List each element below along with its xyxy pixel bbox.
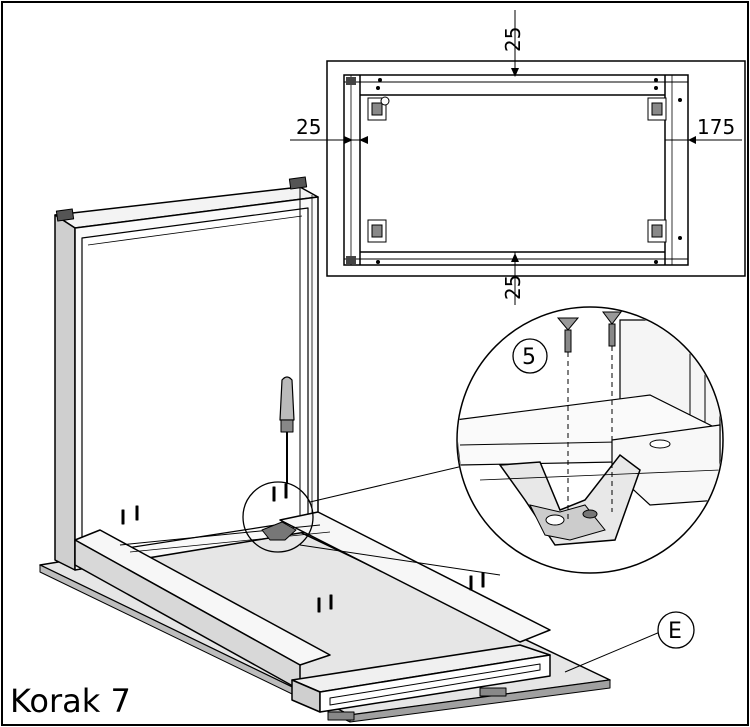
detail-leader-upper [309, 461, 481, 503]
main-assembly [39, 176, 611, 723]
dimension-right: 175 [697, 115, 735, 139]
dimension-left: 25 [296, 115, 321, 139]
zoom-detail [456, 306, 724, 574]
part-e-leader [564, 631, 661, 673]
dimension-top: 25 [501, 27, 525, 52]
detail-screws [556, 311, 622, 520]
step-title: Korak 7 [10, 682, 131, 720]
part-e-label: E [668, 619, 682, 644]
dimension-bottom: 25 [501, 275, 525, 300]
detail-circle-small [242, 481, 314, 553]
plan-view-inset [290, 10, 746, 305]
screwdriver [279, 376, 295, 484]
detail-leader-lower [299, 544, 501, 576]
screws-left [121, 483, 485, 613]
detail-number-label: 5 [522, 345, 536, 370]
part-e-circle [657, 611, 695, 649]
